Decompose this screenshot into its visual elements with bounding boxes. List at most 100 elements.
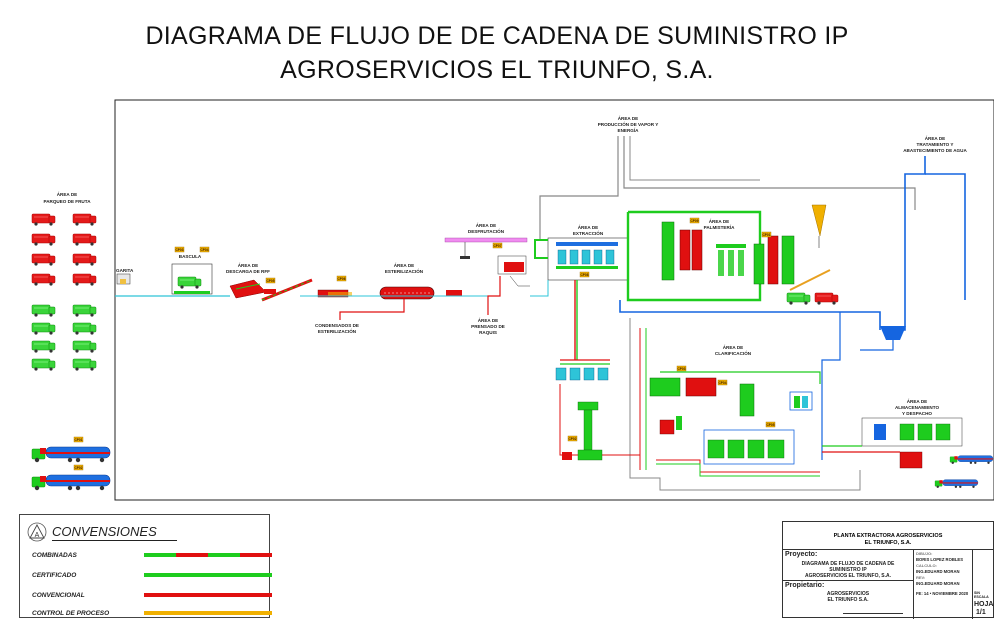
title-block-right: SIN ESCALA HOJA 1/1 [973,549,994,619]
label-desfrutacion-2: DESFRUTACIÓN [468,227,505,234]
warning-triangle-icon: A [26,522,48,542]
label-almacenamiento-1: ÁREA DE [907,398,928,404]
hoja-label: HOJA [974,601,994,608]
ccp-tag-label: CP06 [338,277,346,281]
title-block-header: PLANTA EXTRACTORA AGROSERVICIOS EL TRIUN… [783,522,993,550]
red-trucks [31,213,97,287]
company-name: PLANTA EXTRACTORA AGROSERVICIOS [833,533,943,539]
area-vapor: ÁREA DE PRODUCCIÓN DE VAPOR Y ENERGÍA [539,115,916,240]
area-garita: GARITA [116,268,134,285]
diagram-frame [114,99,994,501]
legend-label: CONTROL DE PROCESO [32,609,110,617]
area-clarificacion: ÁREA DE CLARIFICACIÓN [555,318,861,491]
title-block-left: Proyecto: DIAGRAMA DE FLUJO DE CADENA DE… [783,549,914,619]
label-clarificacion-2: CLARIFICACIÓN [715,349,752,356]
company-name-2: EL TRIUNFO, S.A. [864,540,912,546]
proyecto-label: Proyecto: [785,551,818,558]
legend-item-convencional: CONVENCIONAL [32,589,272,601]
rev-value: ING.EDUARD MORAN [916,581,960,586]
propietario-label: Propietario: [785,582,825,589]
label-almacenamiento-3: Y DESPACHO [902,411,932,416]
ccp-tag-label: CP04 [719,381,727,385]
hoja-value: 1/1 [976,609,986,616]
ccp-tag-label: CP02 [75,466,83,470]
label-garita: GARITA [116,268,134,273]
area-esterilizacion: ÁREA DE ESTERILIZACIÓN CP06 [300,262,500,300]
svg-text:A: A [35,532,40,539]
label-extraccion-1: ÁREA DE [578,224,599,230]
legend: A CONVENSIONES COMBINADAS CERTIFICADO CO… [19,514,272,619]
ccp-tag-label: CP03 [176,248,184,252]
ccp-tag-label: CP02 [569,437,577,441]
label-desfrutacion-1: ÁREA DE [476,222,497,228]
label-agua-3: ABASTECIMIENTO DE AGUA [903,148,967,153]
area-extraccion: ÁREA DE EXTRACCIÓN CP08 [530,224,629,360]
rev-label: REV: [916,575,926,580]
label-agua-2: TRATAMIENTO Y [917,142,954,147]
diagram-title-line2: AGROSERVICIOS EL TRIUNFO, S.A. [280,56,714,84]
propietario-value-1: AGROSERVICIOS [826,591,870,597]
ccp-tag-label: CP04 [201,248,209,252]
ccp-tag-label: CP08 [581,273,589,277]
legend-item-control-proceso: CONTROL DE PROCESO [32,607,272,619]
proyecto-value-3: AGROSERVICIOS EL TRIUNFO, S.A. [805,573,891,579]
ccp-tag-label: CP01 [763,233,771,237]
dibujo-value: BORIS LOPEZ ROBLES [916,557,963,562]
title-block-middle: DIBUJO: BORIS LOPEZ ROBLES CALCULO: ING.… [914,549,973,619]
calculo-label: CALCULO: [916,563,937,568]
legend-header: A CONVENSIONES [26,521,177,543]
proyecto-value-1: DIAGRAMA DE FLUJO DE CADENA DE [801,561,895,567]
area-descarga: ÁREA DE DESCARGA DE RFF CP05 [226,262,313,302]
legend-swatch [144,611,272,615]
label-extraccion-2: EXTRACCIÓN [573,229,604,236]
title-block: PLANTA EXTRACTORA AGROSERVICIOS EL TRIUN… [782,521,994,619]
legend-title: CONVENSIONES [52,524,177,541]
label-esterilizacion-2: ESTERILIZACIÓN [385,267,424,274]
legend-item-combinadas: COMBINADAS [32,549,272,561]
diagram-title-line1: DIAGRAMA DE FLUJO DE DE CADENA DE SUMINI… [145,22,849,50]
label-esterilizacion-1: ÁREA DE [394,262,415,268]
label-almacenamiento-2: ALMACENAMIENTO [895,405,939,410]
label-prensado-3: RAQUIS [479,330,497,335]
area-condensados: CONDENSADOS DE ESTERILIZACIÓN [315,299,405,334]
label-agua-1: ÁREA DE [925,135,946,141]
calculo-value: ING.EDUARD MORAN [916,569,960,574]
label-vapor-1: ÁREA DE [618,115,639,121]
label-clarificacion-1: ÁREA DE [723,344,744,350]
legend-label: CONVENCIONAL [32,591,85,599]
ccp-tag-label: CP03 [678,367,686,371]
area-prensado: ÁREA DE PRENSADO DE RAQUIS [471,276,505,335]
legend-label: COMBINADAS [32,551,77,559]
label-descarga-2: DESCARGA DE RFF [226,269,270,274]
proyecto-value-2: SUMINISTRO IP [829,567,867,573]
legend-label: CERTIFICADO [32,571,77,579]
ccp-tag-label: CP09 [691,219,699,223]
ccp-tag-label: CP05 [767,423,775,427]
label-condensados-2: ESTERILIZACIÓN [318,327,357,334]
label-vapor-2: PRODUCCIÓN DE VAPOR Y [598,120,659,127]
label-prensado-1: ÁREA DE [478,317,499,323]
dibujo-label: DIBUJO: [916,551,933,556]
label-descarga-1: ÁREA DE [238,262,259,268]
area-almacenamiento: ÁREA DE ALMACENAMIENTO Y DESPACHO [822,398,994,489]
propietario-value-2: EL TRIUNFO S.A. [827,597,869,603]
label-vapor-3: ENERGÍA [618,126,640,133]
fecha-value: FE: 14 • NOVIEMBRE 2020 [916,591,969,596]
label-prensado-2: PRENSADO DE [471,324,505,329]
legend-swatch [144,593,272,597]
label-palmisteria-2: PALMISTERÍA [704,223,735,230]
label-palmisteria-1: ÁREA DE [709,218,730,224]
label-parqueo-2: PARQUEO DE FRUTA [43,199,91,204]
legend-item-certificado: CERTIFICADO [32,569,272,581]
ccp-tag-label: CP05 [267,279,275,283]
area-agua: ÁREA DE TRATAMIENTO Y ABASTECIMIENTO DE … [619,135,967,460]
escala-value: SIN ESCALA [974,591,989,599]
ccp-tag-label: CP01 [75,438,83,442]
label-condensados-1: CONDENSADOS DE [315,323,359,328]
legend-swatch [144,573,272,577]
